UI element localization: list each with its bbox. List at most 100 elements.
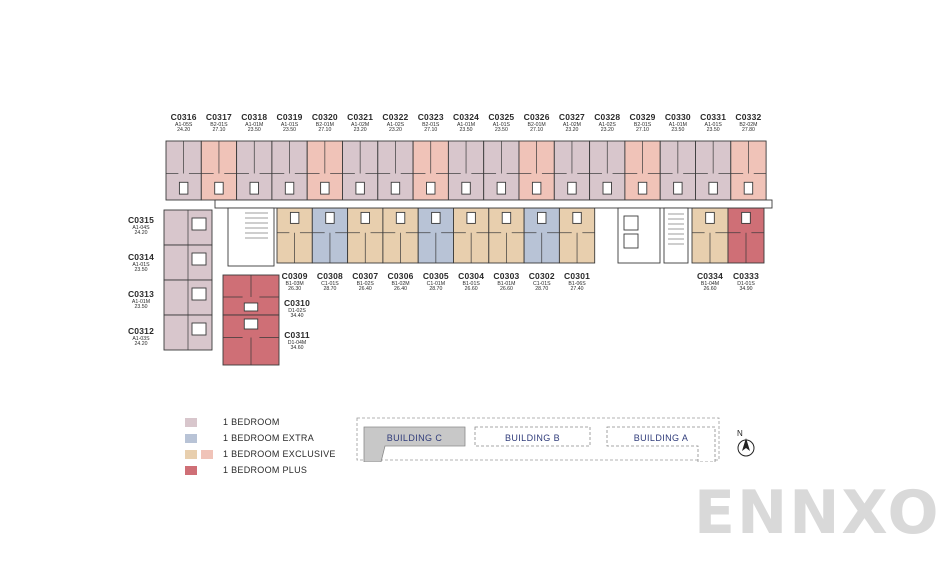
bathroom [741, 211, 751, 224]
bathroom [191, 252, 207, 266]
unit-area: 34.90 [739, 286, 753, 293]
unit-code: C0332 [735, 112, 762, 122]
unit-area: 24.20 [177, 127, 191, 134]
unit-type: B1-02M [391, 280, 410, 287]
unit-type: A1-01S [704, 121, 722, 128]
unit-type: A1-01M [668, 121, 687, 128]
unit-type: B2-01S [422, 121, 440, 128]
watermark: ENNXO [694, 478, 941, 548]
unit-code: C0316 [170, 112, 197, 122]
unit-code: C0304 [458, 271, 485, 281]
legend-item-1-bedroom: 1 BEDROOM [185, 414, 336, 430]
bathroom [243, 302, 259, 312]
legend-swatch [185, 433, 197, 443]
unit-type: B1-01M [497, 280, 516, 287]
unit-code: C0305 [422, 271, 449, 281]
legend-swatch [201, 449, 213, 459]
unit-area: 28.70 [323, 286, 337, 293]
north-arrow-icon: N [737, 429, 755, 457]
bathroom [673, 181, 683, 195]
bathroom [567, 181, 577, 195]
building-b-label: BUILDING B [504, 432, 560, 443]
legend-item-1-bedroom-extra: 1 BEDROOM EXTRA [185, 430, 336, 446]
plan-core [214, 199, 773, 267]
unit-area: 23.20 [600, 127, 614, 134]
unit-area: 27.40 [570, 286, 584, 293]
unit-area: 23.50 [671, 127, 685, 134]
bathroom [191, 217, 207, 231]
unit-type: A1-02S [386, 121, 405, 128]
unit-area: 26.60 [703, 286, 717, 293]
unit-area: 26.40 [394, 286, 408, 293]
unit-code: C0327 [558, 112, 585, 122]
unit-type: A1-03S [132, 335, 150, 342]
unit-type: A1-04S [132, 224, 150, 231]
unit-type: A1-05S [174, 121, 193, 128]
unit-type: A1-01M [131, 298, 151, 305]
unit-type: D1-02S [288, 307, 306, 314]
bathroom [531, 181, 542, 195]
unit-code: C0314 [127, 252, 155, 262]
unit-type: A1-02M [562, 121, 582, 128]
bathroom [214, 181, 224, 195]
unit-type: A1-02M [351, 121, 370, 128]
bathroom [743, 181, 754, 195]
unit-code: C0312 [127, 326, 155, 336]
unit-type: A1-02S [598, 121, 616, 128]
unit-type: B2-01S [210, 121, 228, 128]
unit-code: C0333 [732, 271, 760, 281]
unit-code: C0309 [281, 271, 308, 281]
bathroom [461, 181, 471, 195]
unit-code: C0317 [205, 112, 232, 122]
legend: 1 BEDROOM 1 BEDROOM EXTRA 1 BEDROOM EXCL… [185, 414, 336, 478]
unit-code: C0330 [664, 112, 691, 122]
legend-swatch [185, 449, 197, 459]
bathroom [360, 211, 370, 224]
unit-code: C0310 [283, 298, 311, 308]
bathroom [325, 211, 335, 224]
corridor [214, 199, 773, 209]
legend-swatch [185, 465, 197, 475]
building-c-label: BUILDING C [386, 432, 443, 443]
unit-area: 26.60 [464, 286, 478, 293]
lift-shaft [623, 233, 639, 249]
unit-type: C1-01S [321, 280, 339, 287]
unit-area: 27.10 [530, 127, 544, 134]
unit-type: B2-01M [527, 121, 546, 128]
bathroom [572, 211, 582, 224]
legend-label: 1 BEDROOM [223, 417, 280, 427]
unit-type: B1-04M [700, 280, 720, 287]
unit-area: 23.50 [459, 127, 473, 134]
bathroom [501, 211, 512, 224]
bathroom [426, 181, 436, 195]
bathroom [431, 211, 441, 224]
stair-core [227, 207, 275, 267]
unit-type: A1-01M [245, 121, 264, 128]
unit-area: 27.10 [636, 127, 650, 134]
unit-area: 23.20 [388, 127, 402, 134]
legend-item-1-bedroom-exclusive: 1 BEDROOM EXCLUSIVE [185, 446, 336, 462]
unit-area: 34.60 [290, 345, 304, 352]
unit-area: 23.50 [283, 127, 297, 134]
bathroom [496, 181, 507, 195]
bathroom [537, 211, 547, 224]
unit-area: 26.40 [358, 286, 372, 293]
unit-type: B2-01M [315, 121, 334, 128]
